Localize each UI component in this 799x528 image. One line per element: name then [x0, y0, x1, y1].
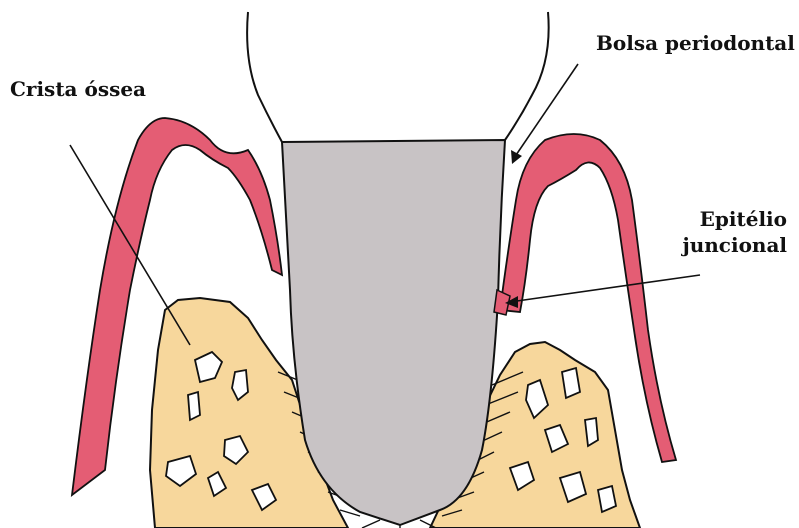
- arrowhead-bolsa: [511, 150, 522, 164]
- label-epitelio-line2: juncional: [627, 232, 787, 258]
- pointer-epitelio-juncional: [510, 275, 700, 302]
- label-bolsa-periodontal: Bolsa periodontal: [596, 30, 795, 56]
- label-crista-ossea: Crista óssea: [10, 76, 146, 102]
- tooth-root: [282, 140, 505, 525]
- label-epitelio-juncional: Epitélio juncional: [627, 206, 787, 258]
- label-epitelio-line1: Epitélio: [627, 206, 787, 232]
- tooth-crown-outline: [247, 12, 549, 142]
